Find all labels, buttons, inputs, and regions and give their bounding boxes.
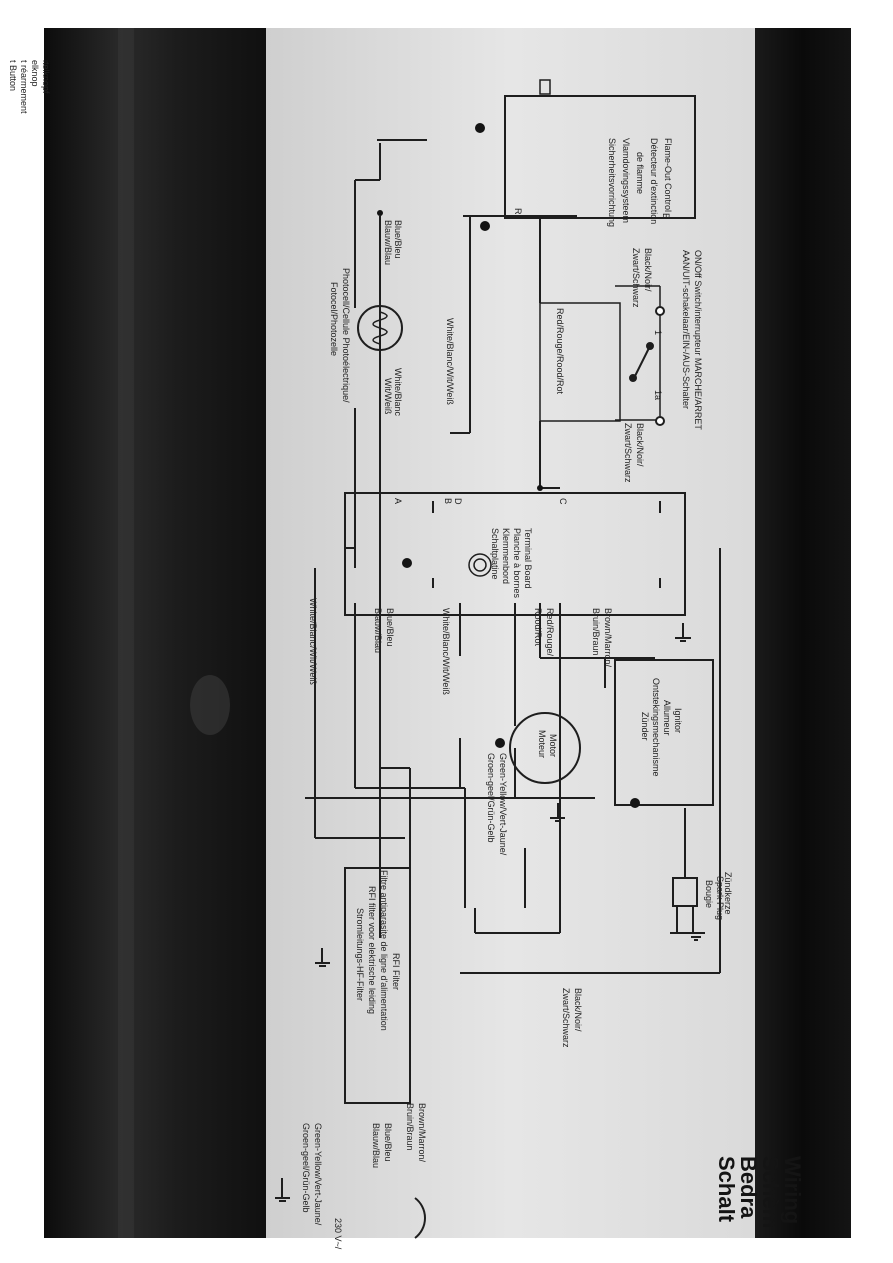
green-yellow-rfi-label-2: Groen-geel/Grün-Gelb xyxy=(301,1123,311,1213)
terminal-board-label-1: Terminal Board xyxy=(523,528,533,589)
wood-highlight xyxy=(118,28,134,1238)
ignitor-label-2: Allumeur xyxy=(662,700,672,736)
terminal-b: B xyxy=(443,498,453,504)
green-yellow-motor-label-2: Groen-geel/Grün-Gelb xyxy=(486,753,496,843)
photocell-shape xyxy=(357,305,403,351)
brown-rfi-label-1: Brown/Marron/ xyxy=(417,1103,427,1163)
black-wire-label-1: Black/Noir/ xyxy=(643,248,653,292)
spark-plug-label-2: Bougie xyxy=(704,880,714,908)
white-photocell-label-1: White/Blanc xyxy=(393,368,403,417)
rotated-diagram: t Button t réarmement elknop itelknopf F… xyxy=(8,60,805,1250)
supply-plug-icon xyxy=(414,1197,426,1239)
white-main-label: White/Blanc/Wit/Weiß xyxy=(445,318,455,405)
ground-icon xyxy=(275,623,705,1202)
motor-label-1: Motor xyxy=(548,734,558,757)
switch-label-1: ON/Off Switch/interrupteur MARCHE/ARRET xyxy=(693,250,703,430)
blue-rfi-label-2: Blauw/Blau xyxy=(371,1123,381,1168)
terminal-d: D xyxy=(453,498,463,505)
brown-rfi-label-2: Bruin/Braun xyxy=(405,1103,415,1151)
flame-out-label-2: Détecteur d'extinction xyxy=(649,138,659,224)
brown-ignitor-label-1: Brown/Marron/ xyxy=(603,608,613,668)
brown-ignitor-label-2: Bruin/Braun xyxy=(591,608,601,656)
terminal-board-ring-icon xyxy=(468,553,492,577)
reset-button-label-4: itelknopf xyxy=(41,60,51,94)
blue-photocell-label-2: Blauw/Blau xyxy=(383,220,393,265)
terminal-board-label-3: Klemmenbord xyxy=(501,528,511,584)
black-wire-right-label-1: Black/Noir/ xyxy=(635,423,645,467)
dark-wood-right xyxy=(755,28,851,1238)
reset-button-shape xyxy=(539,79,551,95)
supply-voltage-label: 230 V~/ xyxy=(333,1218,343,1250)
blue-lower-label-1: Blue/Bleu xyxy=(385,608,395,647)
terminal-c: C xyxy=(558,498,568,505)
switch-label-2: AAN/UIT-schakelaar/EIN-/AUS-Schalter xyxy=(681,250,691,409)
wires xyxy=(305,139,721,974)
blue-lower-label-2: Blauw/Blau xyxy=(373,608,383,653)
black-wire-label-2: Zwart/Schwarz xyxy=(631,248,641,308)
on-off-switch-lever-icon xyxy=(634,345,651,377)
motor-label-2: Moteur xyxy=(537,730,547,758)
spark-plug-label-3: Zündkerze xyxy=(723,872,733,915)
diagram-labels: t Button t réarmement elknop itelknopf F… xyxy=(8,60,805,1250)
label-sticker xyxy=(266,28,755,1238)
title-line-1: Wiring xyxy=(780,1156,805,1224)
flame-out-label-1: Flame-Out Control xyxy=(663,138,673,212)
flame-out-label-3: de flamme xyxy=(635,152,645,194)
rfi-filter-label-4: Stromleitungs-HF-Filter xyxy=(355,908,365,1001)
red-motor-label-1: Red/Rouge/ xyxy=(545,608,555,657)
spark-plug-icon xyxy=(670,808,700,934)
on-off-switch-contact-icon xyxy=(655,306,665,316)
reset-button-label-1: t Button xyxy=(8,60,18,91)
green-yellow-motor-label-1: Green-Yellow/Vert-Jaune/ xyxy=(498,753,508,856)
red-main-label: Red/Rouge/Rood/Rot xyxy=(555,308,565,395)
terminal-board-shape xyxy=(344,492,686,616)
rivet-dots xyxy=(377,123,640,808)
black-rfi-label-1: Black/Noir/ xyxy=(573,988,583,1032)
title-line-2: Schèm xyxy=(758,1156,783,1228)
wood-knot xyxy=(190,675,230,735)
rfi-filter-label-1: RFI Filter xyxy=(391,953,401,990)
black-wire-right-label-2: Zwart/Schwarz xyxy=(623,423,633,483)
green-yellow-rfi-label-1: Green-Yellow/Vert-Jaune/ xyxy=(313,1123,323,1226)
photocell-waveform-icon xyxy=(372,311,388,345)
reset-button-label-3: elknop xyxy=(30,60,40,87)
photocell-label-1: Photocell/Cellule Photoélectrique/ xyxy=(341,268,351,403)
title-line-4: Schalt xyxy=(714,1156,739,1223)
white-lower-label: White/Blanc/Wit/Weiß xyxy=(441,608,451,695)
terminal-ticks xyxy=(345,501,661,588)
blue-rfi-label-1: Blue/Bleu xyxy=(383,1123,393,1162)
flame-out-terminal-r: R xyxy=(513,208,523,215)
flame-out-label-5: Sicherheitsvorrichtung xyxy=(607,138,617,227)
white-photocell-label-2: Wit/Weiß xyxy=(383,378,393,415)
dark-wood-left xyxy=(44,28,266,1238)
flame-out-label-4: Vlamdovingssysteem xyxy=(621,138,631,223)
terminal-board-label-2: Planche à bornes xyxy=(512,528,522,599)
blue-photocell-label-1: Blue/Bleu xyxy=(393,220,403,259)
white-bottom-label: White/Blanc/Wit/Weiß xyxy=(308,598,318,685)
rfi-filter-box xyxy=(344,867,411,1104)
ignitor-box xyxy=(614,659,714,806)
ignitor-label-3: Ontstekingsmechanisme xyxy=(651,678,661,777)
terminal-a: A xyxy=(393,498,403,504)
red-motor-label-2: Rood/Rot xyxy=(533,608,543,647)
black-rfi-label-2: Zwart/Schwarz xyxy=(561,988,571,1048)
switch-pos-1: 1 xyxy=(653,330,663,335)
ignitor-label-1: Ignitor xyxy=(673,708,683,733)
ignitor-label-4: Zünder xyxy=(640,712,650,741)
spark-plug-label-1: Spark Plug xyxy=(715,876,725,920)
reset-button-label-2: t réarmement xyxy=(19,60,29,114)
flame-out-terminal-b: B xyxy=(661,213,671,219)
rfi-filter-label-3: RFI filter voor elektrische leiding xyxy=(367,886,377,1014)
flame-out-control-box xyxy=(504,95,696,219)
terminal-board-label-4: Schaltplatine xyxy=(490,528,500,580)
title-line-3: Bedra xyxy=(736,1156,761,1219)
rfi-filter-label-2: Filtre antiparasite de ligne d'alimentat… xyxy=(379,870,389,1031)
photocell-label-2: Fotocel/Photozelle xyxy=(329,282,339,356)
motor-shape xyxy=(509,712,581,784)
switch-pos-1a: 1a xyxy=(653,390,663,400)
